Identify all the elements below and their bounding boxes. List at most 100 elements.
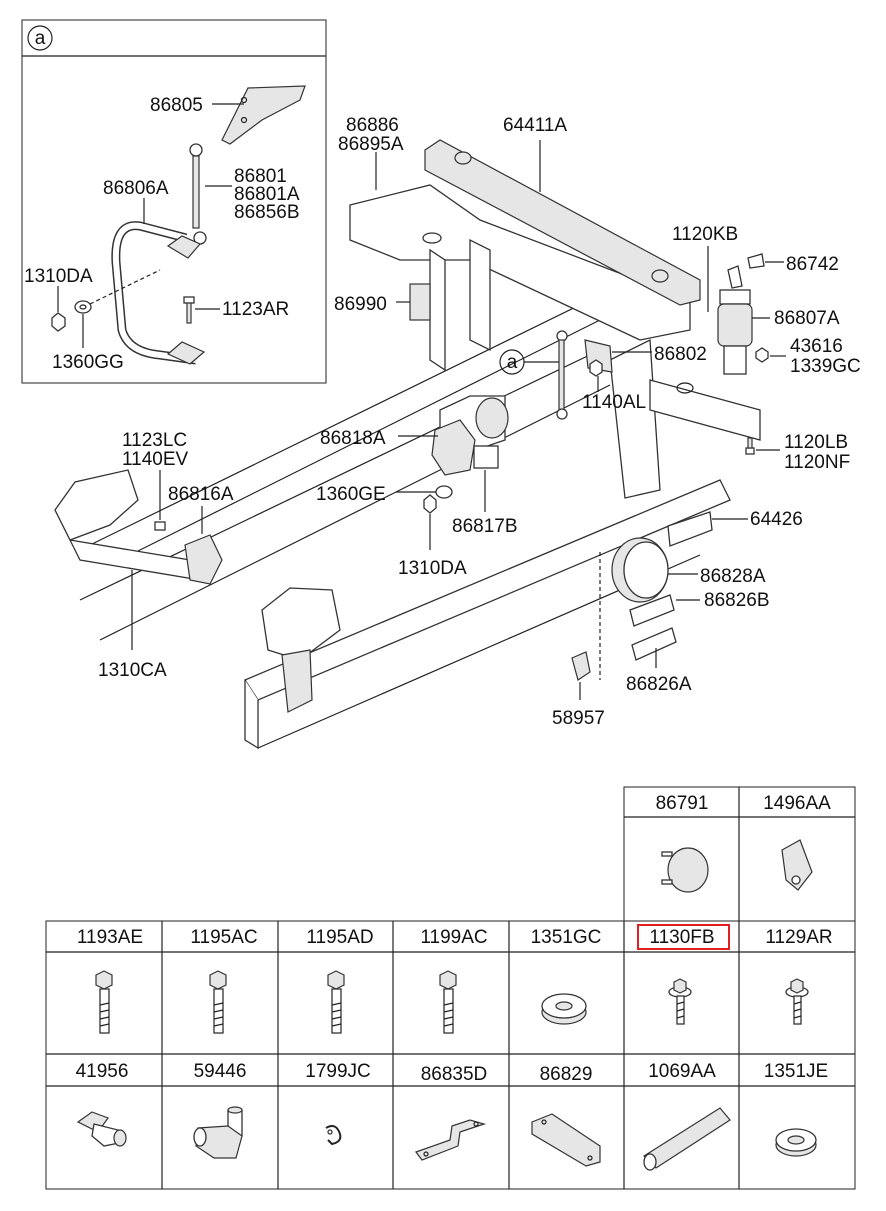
washer-1360GE-icon [435, 485, 453, 499]
label-1120NF: 1120NF [784, 452, 850, 473]
cell-label-1195AD: 1195AD [306, 927, 373, 948]
label-1339GC: 1339GC [790, 356, 861, 377]
label-86806A: 86806A [103, 178, 169, 199]
label-1120KB: 1120KB [672, 224, 738, 245]
side-bracket-icon [609, 338, 661, 499]
label-1310CA: 1310CA [98, 660, 167, 681]
bolt-1193AE-icon [95, 970, 113, 1034]
cell-label-1069AA: 1069AA [648, 1061, 716, 1082]
bracket-86826A-icon [631, 627, 677, 661]
label-64426: 64426 [750, 509, 803, 530]
nut-1140AL-icon [589, 359, 603, 377]
solenoid-86817B-icon [473, 445, 499, 469]
label-86816A: 86816A [168, 484, 234, 505]
link-rod-icon [192, 155, 200, 229]
left-hanger-icon [54, 469, 139, 541]
air-spring-86807A-icon [717, 303, 753, 347]
cell-label-1351GC: 1351GC [531, 927, 602, 948]
label-1360GE: 1360GE [316, 484, 386, 505]
bracket-86805-icon [221, 85, 306, 145]
label-86742: 86742 [786, 254, 839, 275]
inset-frame [21, 19, 327, 384]
washer-1360GG-icon [74, 300, 92, 314]
nut-43616-icon [755, 347, 769, 363]
label-58957: 58957 [552, 708, 605, 729]
cell-label-41956: 41956 [76, 1061, 129, 1082]
link-rod-main-icon [558, 339, 565, 411]
cell-label-59446: 59446 [194, 1061, 247, 1082]
label-86990: 86990 [334, 294, 387, 315]
label-1360GG: 1360GG [52, 352, 124, 373]
elbow-59446-icon [193, 1106, 243, 1159]
label-86818A: 86818A [320, 428, 386, 449]
clip-1496AA-icon [781, 839, 813, 891]
washer-1351GC-icon [541, 993, 587, 1025]
label-86826B: 86826B [704, 590, 770, 611]
plate-64426-icon [667, 511, 713, 547]
parts-table: 86791 1496AA 1193AE 1195AC 1195AD 1199AC… [45, 786, 856, 1190]
nut-1310DA-icon [423, 494, 437, 514]
pipe-1069AA-icon [643, 1107, 731, 1171]
bolt-1195AC-icon [209, 970, 227, 1034]
inset-panel: a 86805 86801 86801A 86856B 86806A 1310D… [21, 19, 327, 384]
flange-bolt-1129AR-icon [785, 978, 809, 1025]
inset-marker-circle [27, 25, 53, 51]
cell-label-86835D: 86835D [421, 1064, 488, 1085]
bolt-1120LB-icon [745, 447, 755, 455]
cell-label-86829: 86829 [540, 1064, 593, 1085]
module-86990-icon [409, 283, 431, 321]
fitting-41956-icon [76, 1111, 127, 1147]
cell-label-1496AA: 1496AA [763, 793, 831, 814]
label-86856B: 86856B [234, 202, 300, 223]
label-86817B: 86817B [452, 516, 518, 537]
cell-label-1130FB: 1130FB [649, 927, 714, 948]
label-1140AL: 1140AL [582, 392, 646, 413]
cell-label-1129AR: 1129AR [765, 927, 832, 948]
cross-member-icon [349, 184, 691, 341]
valve-86816A-icon [184, 534, 223, 585]
label-86895A: 86895A [338, 134, 404, 155]
inset-marker: a [35, 28, 46, 49]
bolt-1199AC-icon [439, 970, 457, 1034]
lower-hanger-icon [261, 587, 341, 661]
bracket-86826B-icon [629, 594, 675, 627]
label-64411A: 64411A [503, 115, 567, 136]
plug-86791-icon [667, 847, 709, 893]
label-86886: 86886 [346, 115, 399, 136]
label-86805: 86805 [150, 95, 203, 116]
cell-label-1799JC: 1799JC [305, 1061, 371, 1082]
bolt-1123AR-icon [183, 296, 195, 304]
label-1140EV: 1140EV [122, 449, 189, 470]
cell-label-1351JE: 1351JE [764, 1061, 828, 1082]
clip-1799JC-icon [325, 1125, 342, 1146]
label-86802: 86802 [654, 344, 707, 365]
label-1120LB: 1120LB [784, 432, 848, 453]
nut-1310DA-icon [51, 312, 66, 332]
cell-label-1195AC: 1195AC [190, 927, 257, 948]
bolt-1195AD-icon [327, 970, 345, 1034]
link-rod-top-icon [189, 143, 203, 157]
label-1123LC: 1123LC [122, 430, 187, 451]
cross-beam-64411A-icon [424, 139, 701, 306]
highlight-box-1130FB [637, 924, 730, 950]
label-86826A: 86826A [626, 674, 692, 695]
bracket-86835D-icon [415, 1119, 487, 1161]
main-assembly: 86886 86895A 64411A 86802 86990 1120KB 8… [54, 115, 861, 750]
label-86801A: 86801A [234, 184, 300, 205]
bracket-86829-icon [531, 1113, 601, 1167]
label-1310DA: 1310DA [398, 558, 467, 579]
bolt-1123LC-icon [154, 521, 166, 531]
cell-label-1193AE: 1193AE [77, 927, 143, 948]
cell-label-1199AC: 1199AC [420, 927, 487, 948]
cell-label-86791: 86791 [656, 793, 709, 814]
fitting-58957-icon [571, 651, 591, 681]
label-1123AR: 1123AR [222, 299, 289, 320]
label-86828A: 86828A [700, 566, 766, 587]
callout-marker: a [507, 352, 518, 373]
fitting-86742-icon [747, 253, 765, 269]
washer-1351JE-icon [775, 1128, 817, 1157]
flange-bolt-1130FB-icon [668, 978, 692, 1025]
label-43616: 43616 [790, 336, 843, 357]
label-1310DA-inset: 1310DA [24, 266, 93, 287]
